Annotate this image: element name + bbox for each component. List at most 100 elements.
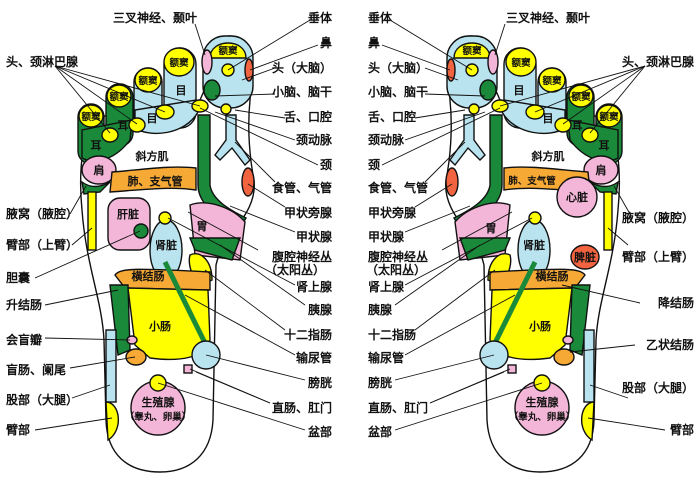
label: 鼻 <box>368 35 380 50</box>
left-inner-labels: 垂体 鼻 头（大脑） 小脑、脑干 舌、口腔 颈动脉 颈 食管、气管 甲状旁腺 甲… <box>265 10 333 439</box>
left-outer-labels: 头、颈淋巴腺 腋窝（腋腔） 臂部（上臂） 胆囊 升结肠 会盲瓣 盲肠、阑尾 股部… <box>6 54 79 437</box>
organ-label: 额窦 <box>462 45 482 57</box>
organ-label: 斜方肌 <box>531 149 565 163</box>
label: 小脑、脑干 <box>368 84 428 99</box>
organ-label: 耳 <box>599 139 610 152</box>
organ-label: 胃 <box>486 222 497 235</box>
organ-label: （睾丸、卵巢） <box>125 411 192 423</box>
label: 舌、口腔 <box>368 109 416 124</box>
organ-label: 肩 <box>596 163 607 177</box>
organ-label: 小肠 <box>148 319 171 333</box>
right-foot <box>381 19 666 472</box>
left-foot <box>34 19 319 472</box>
left-foot-labels: 三叉神经、颞叶 头、颈淋巴腺 腋窝（腋腔） 臂部（上臂） 胆囊 升结肠 会盲瓣 … <box>6 10 333 439</box>
label: 食管、气管 <box>367 180 428 195</box>
organ-label: 额窦 <box>138 75 158 87</box>
label: 肾上腺 <box>296 279 333 294</box>
label: 臂部（上臂） <box>6 237 78 252</box>
organ-label: 额窦 <box>169 57 189 69</box>
heart-zone <box>556 176 598 218</box>
organ-label: 肺、支气管 <box>128 174 183 188</box>
label: 颈动脉 <box>295 132 333 147</box>
organ-label: 额窦 <box>511 57 531 69</box>
label: 食管、气管 <box>271 180 332 195</box>
organ-label: 小肠 <box>528 319 551 333</box>
organ-label: 耳 <box>118 119 129 132</box>
label: 小脑、脑干 <box>272 84 332 99</box>
label-trigeminal: 三叉神经、颞叶 <box>506 10 590 25</box>
label: 胰腺 <box>368 302 393 317</box>
label: 直肠、肛门 <box>272 400 332 415</box>
label: 股部（大腿） <box>6 392 78 407</box>
organ-label: 耳 <box>91 139 102 152</box>
label: （太阳丛） <box>265 262 325 277</box>
label: 腹腔神经丛 <box>272 249 332 264</box>
label: 盆部 <box>307 424 332 439</box>
label: 盲肠、阑尾 <box>6 362 66 377</box>
organ-label: 目 <box>176 84 187 97</box>
label: 腹腔神经丛 <box>368 249 428 264</box>
label: 舌、口腔 <box>284 109 332 124</box>
gallbladder-zone <box>133 223 149 239</box>
right-organ-labels: 额窦 额窦 额窦 额窦 额窦 目 目 耳 耳 斜方肌 肩 肺、支气管 心脏 脾脏… <box>462 45 619 423</box>
label: 直肠、肛门 <box>368 400 428 415</box>
right-outer-labels: 头、颈淋巴腺 腋窝（腋腔） 臂部（上臂） 降结肠 乙状结肠 股部（大腿） 臂部 <box>622 54 695 437</box>
organ-label: 肾脏 <box>523 238 545 252</box>
organ-label: 额窦 <box>542 75 562 87</box>
label: 头（大脑） <box>368 60 428 75</box>
organ-label: 额窦 <box>81 111 101 123</box>
organ-label: 生殖腺 <box>142 395 176 409</box>
organ-label: 肝脏 <box>117 207 139 221</box>
label: 乙状结肠 <box>646 337 694 352</box>
label: 头（大脑） <box>272 60 332 75</box>
organ-label: 心脏 <box>566 190 588 204</box>
label: 甲状旁腺 <box>284 205 333 220</box>
label: 臂部（上臂） <box>622 249 694 264</box>
organ-label: 脾脏 <box>574 250 596 264</box>
organ-label: 额窦 <box>218 45 238 57</box>
label: 颈 <box>319 158 332 172</box>
label: 升结肠 <box>6 297 42 312</box>
organ-label: 耳 <box>572 119 583 132</box>
spleen-zone <box>570 244 600 270</box>
right-foot-labels: 三叉神经、颞叶 垂体 鼻 头（大脑） 小脑、脑干 舌、口腔 颈动脉 颈 食管、气… <box>366 10 695 439</box>
label: 胰腺 <box>308 302 333 317</box>
label: 降结肠 <box>658 295 694 310</box>
label: 膀胱 <box>307 375 332 390</box>
organ-label: 目 <box>543 112 554 125</box>
label: 臂部 <box>6 422 30 437</box>
label: 输尿管 <box>368 350 404 365</box>
label-trigeminal: 三叉神经、颞叶 <box>113 10 197 25</box>
right-inner-labels: 垂体 鼻 头（大脑） 小脑、脑干 舌、口腔 颈动脉 颈 食管、气管 甲状旁腺 甲… <box>366 10 428 439</box>
label: 颈 <box>367 158 380 172</box>
organ-label: 肺、支气管 <box>507 175 556 187</box>
organ-label: （睾丸、卵巢） <box>509 411 576 423</box>
organ-label: 额窦 <box>599 111 619 123</box>
organ-label: 肾脏 <box>155 238 177 252</box>
label: 胆囊 <box>6 270 31 285</box>
label: 输尿管 <box>296 350 332 365</box>
organ-label: 胃 <box>197 220 208 233</box>
label: 会盲瓣 <box>6 332 42 347</box>
label: 臂部 <box>670 422 694 437</box>
organ-label: 额窦 <box>571 91 591 103</box>
organ-label: 斜方肌 <box>135 149 169 163</box>
label: 垂体 <box>368 10 393 25</box>
organ-label: 额窦 <box>109 91 129 103</box>
label: 腋窝（腋腔） <box>622 210 694 225</box>
label: 十二指肠 <box>284 327 332 342</box>
label: 甲状旁腺 <box>368 205 417 220</box>
label: 膀胱 <box>367 375 392 390</box>
label: 股部（大腿） <box>622 380 694 395</box>
organ-label: 横结肠 <box>132 269 165 283</box>
organ-label: 横结肠 <box>536 269 569 283</box>
label: 头、颈淋巴腺 <box>6 54 79 69</box>
label: 头、颈淋巴腺 <box>622 54 695 69</box>
label: 十二指肠 <box>368 327 416 342</box>
label: 甲状腺 <box>296 229 333 244</box>
label: （太阳丛） <box>366 262 426 277</box>
label: 颈动脉 <box>367 132 405 147</box>
label: 腋窝（腋腔） <box>6 206 78 221</box>
organ-label: 肩 <box>94 163 105 177</box>
